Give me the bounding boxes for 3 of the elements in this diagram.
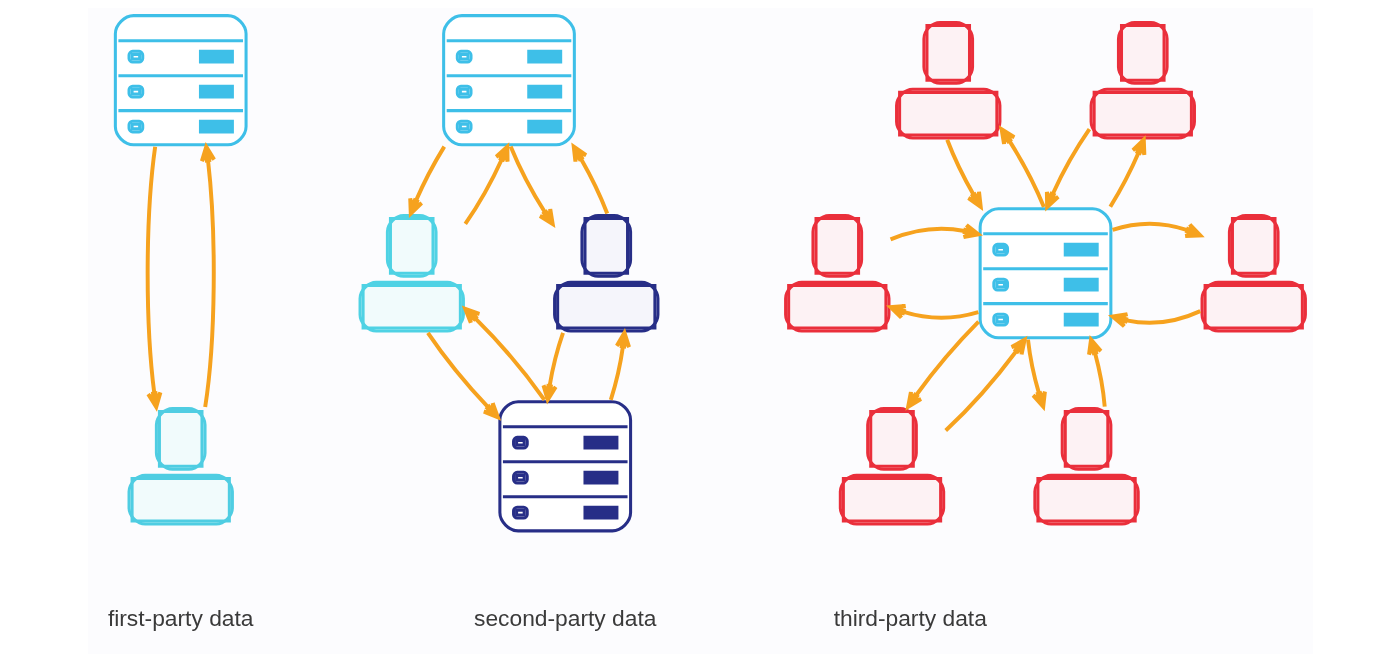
label: first-party data: [107, 604, 254, 631]
label: third-party data: [833, 604, 987, 631]
label: second-party data: [473, 604, 656, 631]
